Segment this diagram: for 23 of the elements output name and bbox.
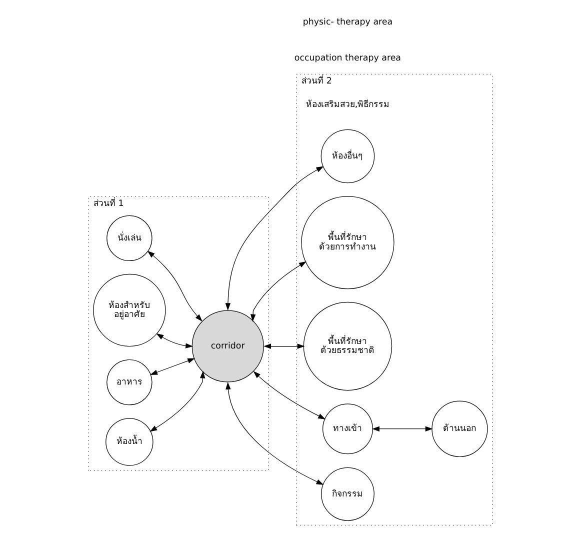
arrow — [252, 371, 326, 420]
label: occupation therapy area — [294, 53, 401, 64]
arrow — [146, 250, 202, 322]
node-circle: อาหาร — [106, 359, 152, 406]
node-label: ห้องเสริมสวย,พิธีกรรม — [305, 100, 390, 110]
node-circle: นั่งเล่น — [106, 215, 152, 262]
node-circle: ด้านนอก — [431, 400, 488, 457]
node-circle: ห้องอื่นๆ — [320, 129, 374, 184]
node-circle: ห้องน้ำ — [105, 418, 153, 466]
arrow — [371, 426, 432, 432]
arrow — [250, 261, 306, 322]
node-circle: corridor — [191, 310, 264, 382]
arrow — [224, 166, 324, 311]
arrow — [149, 370, 205, 432]
arrow — [150, 358, 195, 375]
node-circle: พื้นที่รักษา ด้วยธรรมชาติ — [302, 302, 392, 391]
node-circle: กิจกรรม — [320, 467, 374, 521]
node-circle: พื้นที่รักษา ด้วยการทำงาน — [300, 196, 394, 290]
node-circle: ทางเข้า — [322, 404, 372, 454]
arrow — [156, 333, 193, 348]
arrow — [263, 344, 304, 349]
label: physic- therapy area — [302, 17, 392, 28]
arrow — [225, 382, 324, 485]
